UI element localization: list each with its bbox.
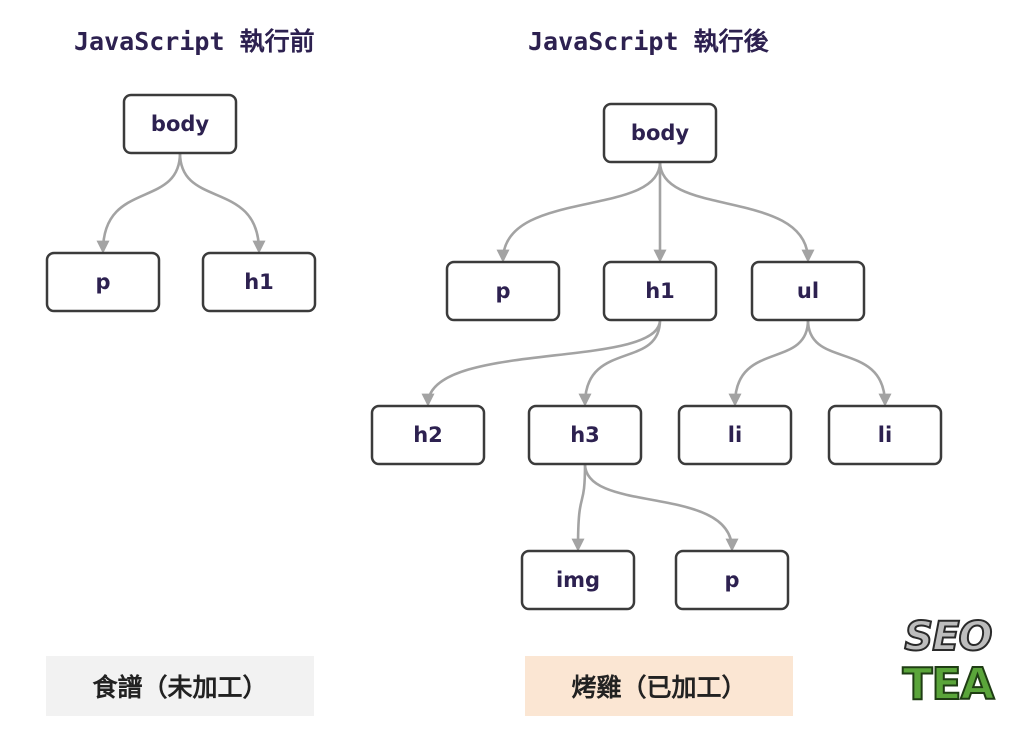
node-a-img: img <box>520 549 636 611</box>
edge-a-h3-to-a-img <box>571 463 587 552</box>
node-label: h2 <box>413 423 443 447</box>
node-label: h1 <box>645 279 675 303</box>
node-box <box>45 251 161 313</box>
label-recipe-unprocessed: 食譜（未加工） <box>46 656 314 716</box>
node-a-h3: h3 <box>527 404 643 466</box>
node-a-body: body <box>602 102 718 164</box>
edge-a-body-to-a-ul <box>658 161 815 263</box>
seo-tea-logo: SEO TEA <box>893 613 1003 718</box>
node-label: li <box>728 423 742 447</box>
edge-a-ul-to-a-li1 <box>728 319 810 407</box>
node-label: p <box>95 270 110 294</box>
edge-b-body-to-b-h1 <box>178 152 266 254</box>
node-label: body <box>631 121 689 145</box>
node-box <box>677 404 793 466</box>
edge-a-h3-to-a-p2 <box>583 463 739 552</box>
node-a-h2: h2 <box>370 404 486 466</box>
node-box <box>827 404 943 466</box>
node-a-p: p <box>445 260 561 322</box>
title-before: JavaScript 執行前 <box>74 27 315 56</box>
node-label: h3 <box>570 423 600 447</box>
node-a-ul: ul <box>750 260 866 322</box>
edge-a-ul-to-a-li2 <box>806 319 892 407</box>
node-box <box>750 260 866 322</box>
node-label: body <box>151 112 209 136</box>
node-box <box>674 549 790 611</box>
node-label: ul <box>797 279 819 303</box>
edge-a-h1-to-a-h2 <box>421 319 662 407</box>
node-label: li <box>878 423 892 447</box>
node-box <box>520 549 636 611</box>
edge-b-body-to-b-p <box>96 152 182 254</box>
node-box <box>527 404 643 466</box>
node-box <box>602 260 718 322</box>
node-box <box>122 93 238 155</box>
label-roast-chicken-processed: 烤雞（已加工） <box>525 656 793 716</box>
node-box <box>201 251 317 313</box>
edge-a-h1-to-a-h3 <box>578 319 662 407</box>
node-a-h1: h1 <box>602 260 718 322</box>
node-label: img <box>556 568 600 592</box>
node-a-li1: li <box>677 404 793 466</box>
node-box <box>445 260 561 322</box>
node-a-li2: li <box>827 404 943 466</box>
node-b-h1: h1 <box>201 251 317 313</box>
node-box <box>602 102 718 164</box>
logo-line-seo: SEO <box>903 613 993 661</box>
node-a-p2: p <box>674 549 790 611</box>
title-after: JavaScript 執行後 <box>528 27 769 56</box>
node-label: p <box>724 568 739 592</box>
logo-line-tea: TEA <box>901 659 995 711</box>
edge-a-body-to-a-p <box>496 161 662 263</box>
node-b-p: p <box>45 251 161 313</box>
node-box <box>370 404 486 466</box>
node-label: h1 <box>244 270 274 294</box>
node-label: p <box>495 279 510 303</box>
node-b-body: body <box>122 93 238 155</box>
